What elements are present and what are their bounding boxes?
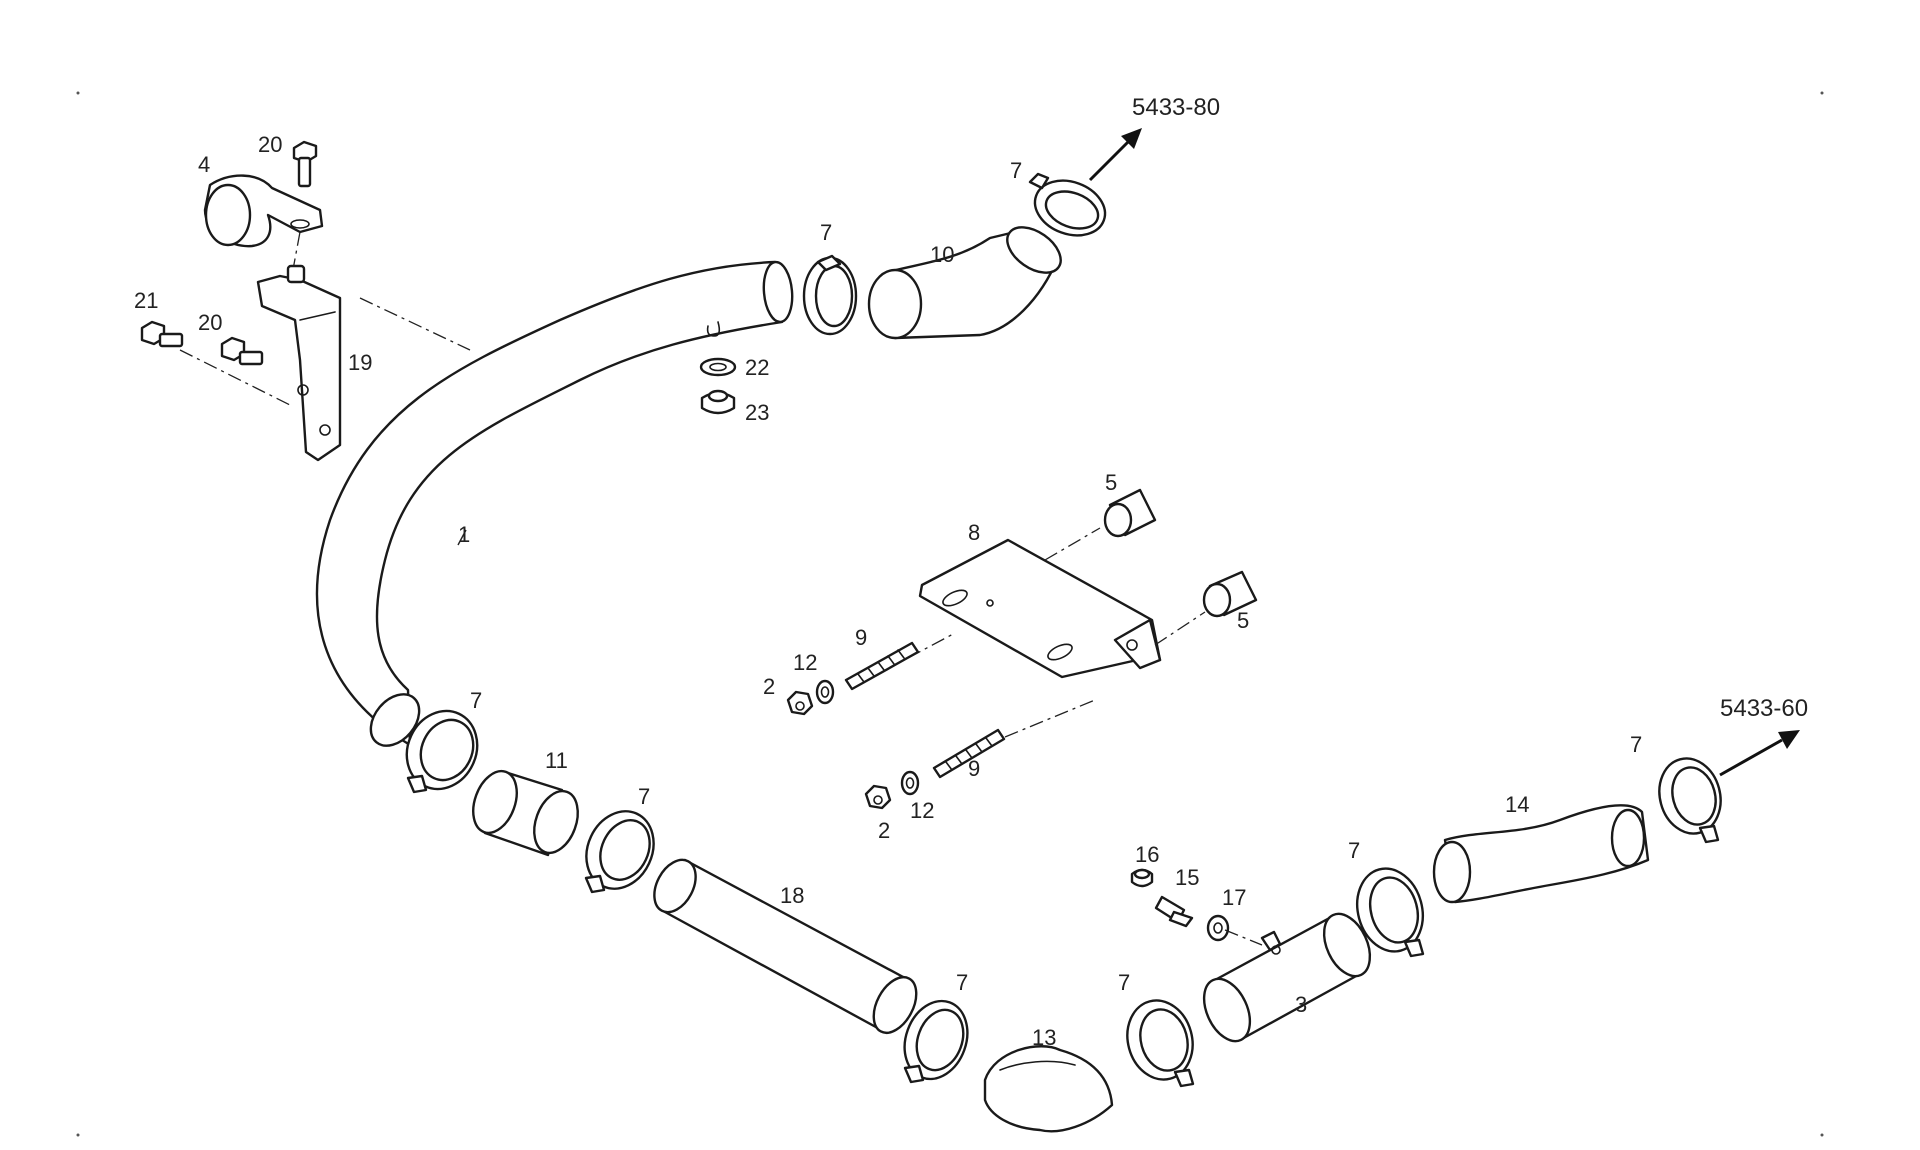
stud-9-lower [932, 728, 1006, 779]
assembly-line [1044, 527, 1101, 561]
callout-10: 10 [930, 242, 954, 267]
callout-2: 2 [878, 818, 890, 843]
callout-18: 18 [780, 883, 804, 908]
callout-5: 5 [1105, 470, 1117, 495]
assembly-line [1154, 611, 1206, 646]
washer-12-upper [815, 679, 835, 705]
assembly-line [179, 349, 291, 406]
callout-12: 12 [793, 650, 817, 675]
hose-clamp-7-upper-left [802, 254, 858, 336]
assembly-line [1004, 699, 1096, 738]
bushing-5-lower [1202, 570, 1258, 618]
hose-clamp-7-left-a [405, 709, 479, 794]
callout-7: 7 [820, 220, 832, 245]
hose-clamp-7-left-b [584, 810, 655, 894]
nut-2-upper [786, 690, 814, 716]
callout-14: 14 [1505, 792, 1529, 817]
assembly-line [359, 297, 471, 351]
washer-22 [699, 357, 737, 377]
nut-2-lower [864, 784, 892, 810]
hose-clamp-7-right-a [1356, 867, 1425, 958]
pipe-tee-3 [1202, 912, 1372, 1043]
hose-clamp-7-bottom-b [1126, 999, 1195, 1088]
mounting-plate-8 [918, 538, 1162, 679]
hose-14 [1432, 804, 1650, 904]
elbow-13 [983, 1045, 1114, 1133]
callout-13: 13 [1032, 1025, 1056, 1050]
callout-11: 11 [545, 748, 568, 773]
washer-12-lower [900, 770, 920, 796]
callout-5: 5 [1237, 608, 1249, 633]
plug-23 [700, 389, 736, 415]
callout-22: 22 [745, 355, 769, 380]
sleeve-11 [472, 769, 579, 857]
washer-17 [1206, 914, 1230, 942]
callout-20: 20 [258, 132, 282, 157]
hose-clamp-7-right-b [1658, 757, 1722, 844]
callout-7: 7 [1010, 158, 1022, 183]
callout-16: 16 [1135, 842, 1159, 867]
callout-19: 19 [348, 350, 372, 375]
callout-20: 20 [198, 310, 222, 335]
callout-2: 2 [763, 674, 775, 699]
leader-line [457, 529, 467, 546]
hose-clamp-7-bottom-a [903, 999, 969, 1084]
cap-16 [1130, 868, 1154, 888]
callout-15: 15 [1175, 865, 1199, 890]
bolt-20-upper [292, 140, 318, 188]
callout-17: 17 [1222, 885, 1246, 910]
callout-3: 3 [1295, 992, 1307, 1017]
hose-clamp-7-upper-right [1028, 172, 1107, 237]
reference-label-lower: 5433-60 [1720, 695, 1808, 722]
callout-7: 7 [1118, 970, 1130, 995]
callout-7: 7 [1630, 732, 1642, 757]
assembly-line [1224, 929, 1263, 946]
callout-7: 7 [1348, 838, 1360, 863]
callout-8: 8 [968, 520, 980, 545]
callout-9: 9 [855, 625, 867, 650]
callout-7: 7 [470, 688, 482, 713]
corner-mark [76, 1133, 80, 1137]
callout-7: 7 [638, 784, 650, 809]
bracket-19 [256, 264, 342, 462]
reference-arrow-lower [1719, 730, 1800, 777]
corner-mark [1820, 91, 1824, 95]
reference-arrow-upper [1088, 128, 1142, 182]
pipe-1 [315, 260, 794, 747]
callout-21: 21 [134, 288, 158, 313]
strap-clamp-4 [203, 174, 324, 248]
callout-12: 12 [910, 798, 934, 823]
pipe-18 [653, 858, 918, 1035]
callout-7: 7 [956, 970, 968, 995]
bushing-5-upper [1103, 488, 1157, 538]
corner-mark [76, 91, 80, 95]
stud-9-upper [844, 641, 920, 691]
corner-mark [1820, 1133, 1824, 1137]
callout-4: 4 [198, 152, 210, 177]
callout-23: 23 [745, 400, 769, 425]
bolt-20-lower [220, 336, 264, 366]
callout-9: 9 [968, 756, 980, 781]
callout-1: 1 [458, 522, 470, 547]
nut-21 [140, 320, 184, 348]
sensor-15 [1154, 895, 1194, 928]
hose-10 [867, 226, 1062, 340]
reference-label-upper: 5433-80 [1132, 94, 1220, 121]
